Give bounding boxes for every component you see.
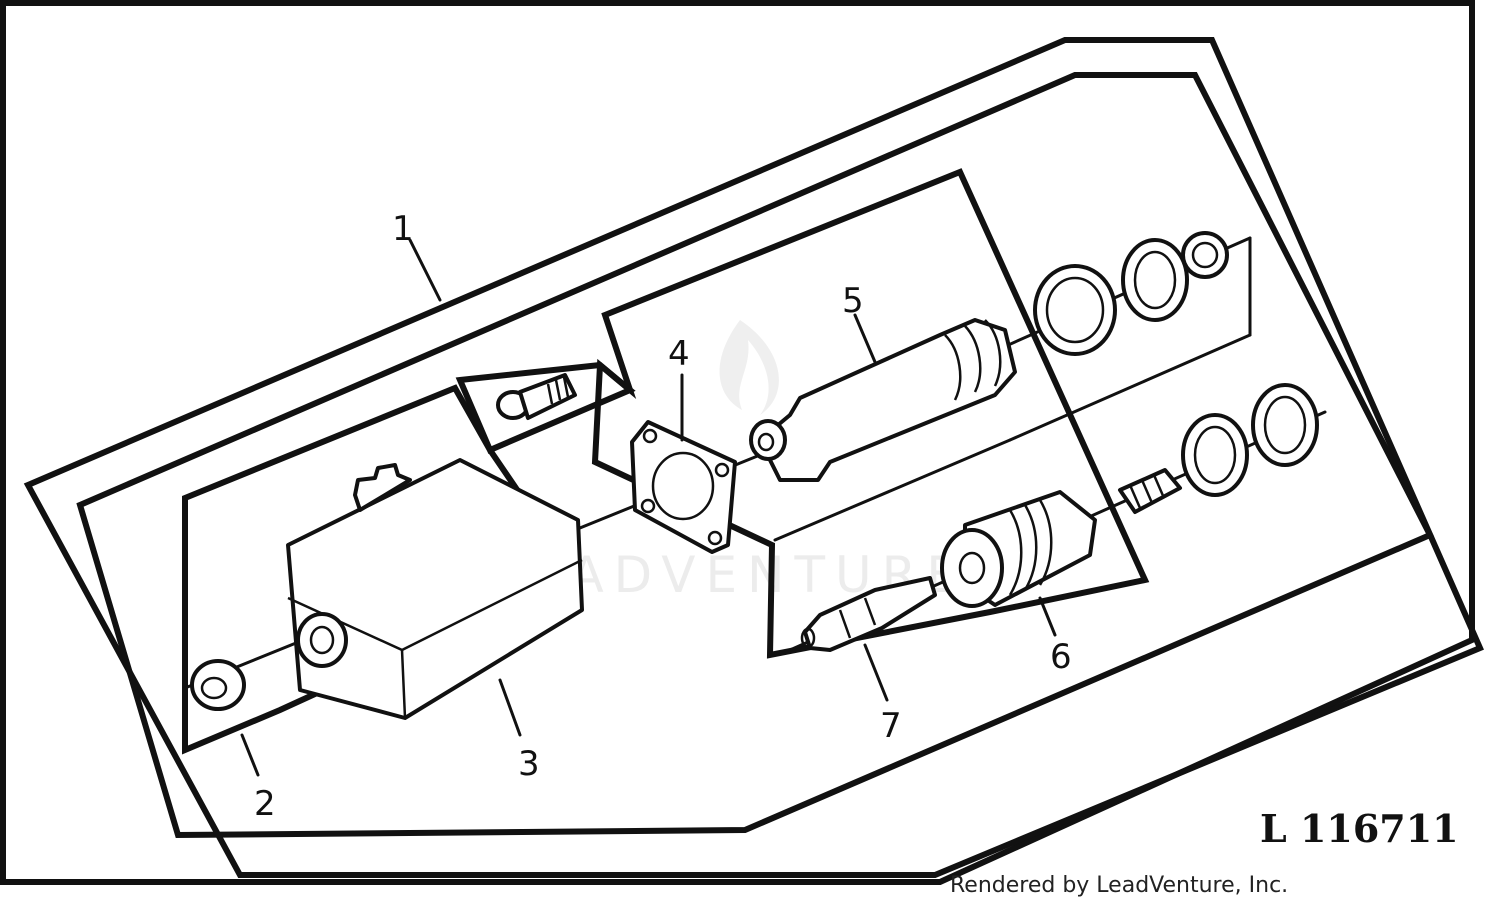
valve-group-frame [591, 168, 1150, 659]
render-credit: Rendered by LeadVenture, Inc. [950, 873, 1288, 898]
flange-plate-part-4 [630, 420, 737, 554]
callout-1: 1 [392, 209, 414, 249]
assembly-frame-1 [23, 37, 1484, 878]
seal-rings-lower [1118, 383, 1319, 514]
poppet-part-7 [800, 576, 937, 652]
valve-tube-part-5 [749, 318, 1017, 482]
callout-labels: 1 2 3 4 5 6 7 [254, 209, 1072, 824]
coil-group-frame [76, 72, 1435, 839]
seal-rings-upper [1033, 231, 1229, 356]
spool-part-6 [940, 490, 1097, 608]
callout-6: 6 [1050, 637, 1072, 677]
callout-7: 7 [880, 706, 902, 746]
callout-2: 2 [254, 784, 276, 824]
callout-3: 3 [518, 744, 540, 784]
cap-screw [496, 373, 577, 420]
frame-outlines [0, 0, 1484, 885]
callout-5: 5 [842, 281, 864, 321]
leader-lines [240, 238, 1057, 777]
snap-ring-part-2 [190, 659, 246, 711]
callout-4: 4 [668, 334, 690, 374]
figure-part-number: L 116711 [1260, 806, 1459, 851]
solenoid-coil-part-3 [286, 458, 584, 720]
